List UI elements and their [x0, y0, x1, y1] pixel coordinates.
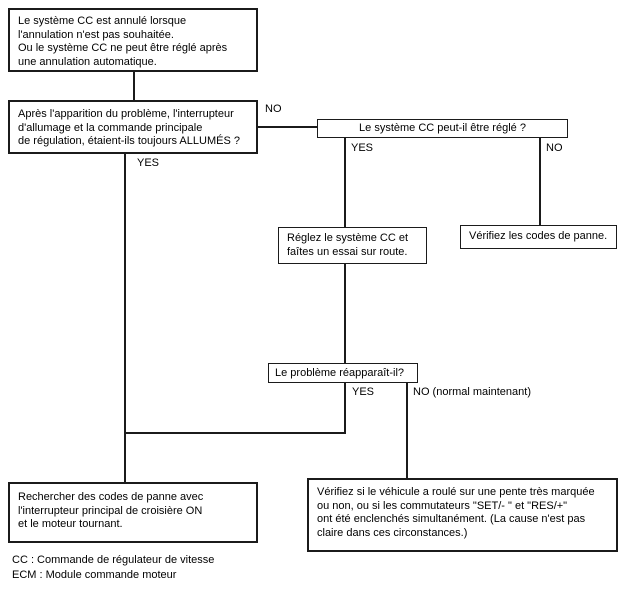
- connector-canset-yes-vertical: [344, 138, 346, 227]
- flowchart-box-search-trouble-codes: Rechercher des codes de panne avec l'int…: [8, 482, 258, 543]
- flowchart-box-question-can-be-set: Le système CC peut-il être réglé ?: [317, 119, 568, 138]
- branch-label-no-switches: NO: [265, 103, 282, 115]
- branch-label-no-can-set: NO: [546, 142, 563, 154]
- connector-yes-long-vertical: [124, 154, 126, 482]
- flowchart-box-start: Le système CC est annulé lorsque l'annul…: [8, 8, 258, 72]
- branch-label-no-reappears: NO (normal maintenant): [413, 386, 531, 398]
- branch-label-yes-can-set: YES: [351, 142, 374, 154]
- flowchart-box-check-trouble-codes: Vérifiez les codes de panne.: [460, 225, 617, 249]
- connector-start-to-question: [133, 72, 135, 100]
- flowchart-box-question-switches-on: Après l'apparition du problème, l'interr…: [8, 100, 258, 154]
- flowchart-box-set-and-test: Réglez le système CC et faîtes un essai …: [278, 227, 427, 264]
- connector-no-to-can-be-set: [258, 126, 317, 128]
- flowchart-box-question-problem-reappears: Le problème réapparaît-il?: [268, 363, 418, 383]
- flowchart-box-check-slope-switches: Vérifiez si le véhicule a roulé sur une …: [307, 478, 618, 552]
- connector-reappears-yes-vertical: [344, 383, 346, 434]
- connector-canset-no-vertical: [539, 138, 541, 225]
- branch-label-yes-reappears: YES: [352, 386, 375, 398]
- connector-reappears-no-vertical: [406, 383, 408, 478]
- branch-label-yes-switches: YES: [137, 157, 160, 169]
- connector-settest-to-reappears: [344, 264, 346, 363]
- abbreviation-legend: CC : Commande de régulateur de vitesse E…: [12, 554, 215, 581]
- connector-junction-horizontal: [124, 432, 346, 434]
